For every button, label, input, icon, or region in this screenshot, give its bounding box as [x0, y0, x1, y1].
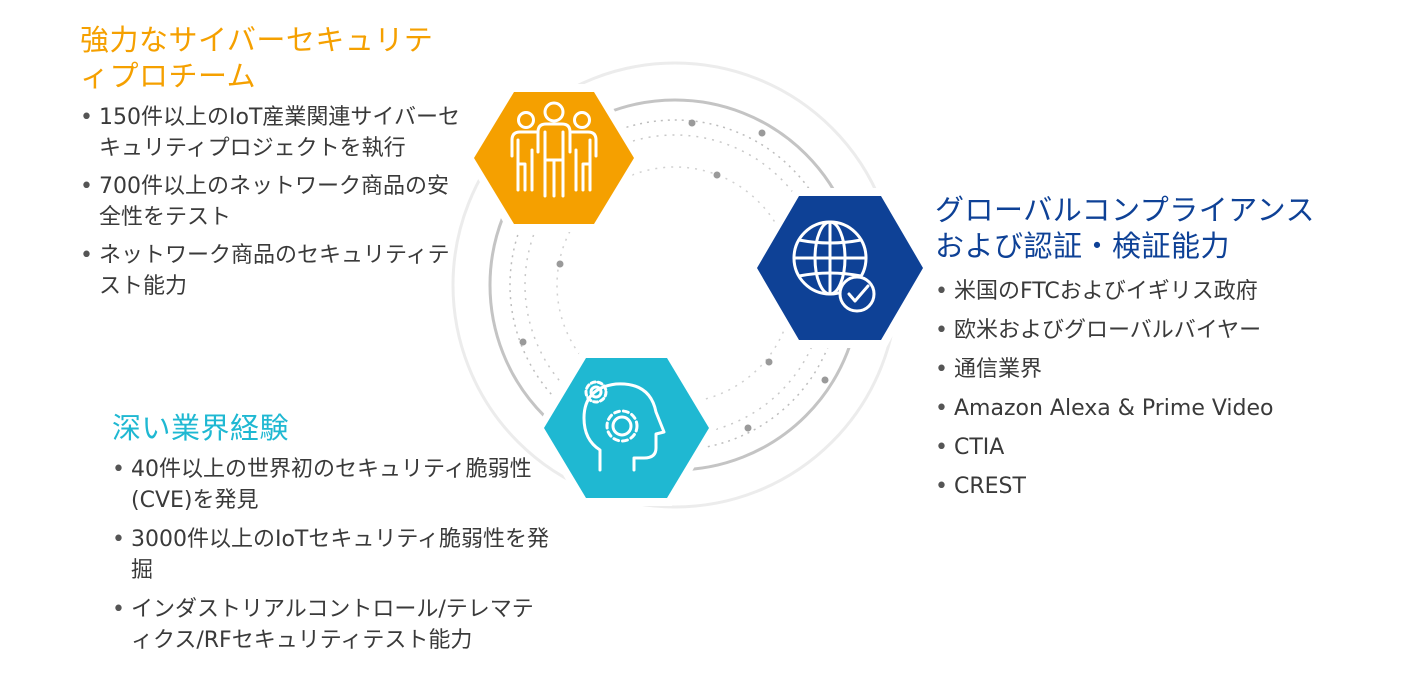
global-list: 米国のFTCおよびイギリス政府 欧米およびグローバルバイヤー 通信業界 Amaz… [935, 276, 1355, 502]
list-item: ネットワーク商品のセキュリティテスト能力 [80, 240, 460, 302]
experience-section: 深い業界経験 40件以上の世界初のセキュリティ脆弱性(CVE)を発見 3000件… [112, 410, 552, 656]
experience-title-line-1: 深い業界経験 [112, 411, 290, 445]
global-hexagon [749, 188, 931, 348]
list-item: 通信業界 [935, 354, 1355, 385]
global-section: グローバルコンプライアンス および認証・検証能力 米国のFTCおよびイギリス政府… [935, 192, 1355, 502]
team-hexagon [466, 84, 642, 232]
list-item: 米国のFTCおよびイギリス政府 [935, 276, 1355, 307]
list-item: 3000件以上のIoTセキュリティ脆弱性を発掘 [112, 524, 552, 586]
experience-list: 40件以上の世界初のセキュリティ脆弱性(CVE)を発見 3000件以上のIoTセ… [112, 454, 552, 656]
list-item: CTIA [935, 432, 1355, 463]
global-title: グローバルコンプライアンス および認証・検証能力 [935, 192, 1355, 264]
list-item: CREST [935, 471, 1355, 502]
list-item: インダストリアルコントロール/テレマティクス/RFセキュリティテスト能力 [112, 594, 552, 656]
global-title-line-1: グローバルコンプライアンス [935, 193, 1316, 227]
team-list: 150件以上のIoT産業関連サイバーセキュリティプロジェクトを執行 700件以上… [80, 102, 460, 302]
people-group-icon [510, 101, 598, 198]
list-item: 欧米およびグローバルバイヤー [935, 315, 1355, 346]
list-item: 150件以上のIoT産業関連サイバーセキュリティプロジェクトを執行 [80, 102, 460, 164]
team-title-line-2: ィプロチーム [80, 59, 257, 93]
experience-hexagon [536, 350, 717, 506]
team-title: 強力なサイバーセキュリテ ィプロチーム [80, 22, 460, 94]
experience-title: 深い業界経験 [112, 410, 552, 446]
head-gears-icon [582, 380, 666, 472]
ring-dots [519, 119, 829, 432]
team-title-line-1: 強力なサイバーセキュリテ [80, 23, 434, 57]
list-item: 700件以上のネットワーク商品の安全性をテスト [80, 171, 460, 233]
list-item: 40件以上の世界初のセキュリティ脆弱性(CVE)を発見 [112, 454, 552, 516]
list-item: Amazon Alexa & Prime Video [935, 393, 1355, 424]
globe-check-icon [792, 220, 876, 313]
global-title-line-2: および認証・検証能力 [935, 229, 1231, 263]
team-section: 強力なサイバーセキュリテ ィプロチーム 150件以上のIoT産業関連サイバーセキ… [80, 22, 460, 302]
